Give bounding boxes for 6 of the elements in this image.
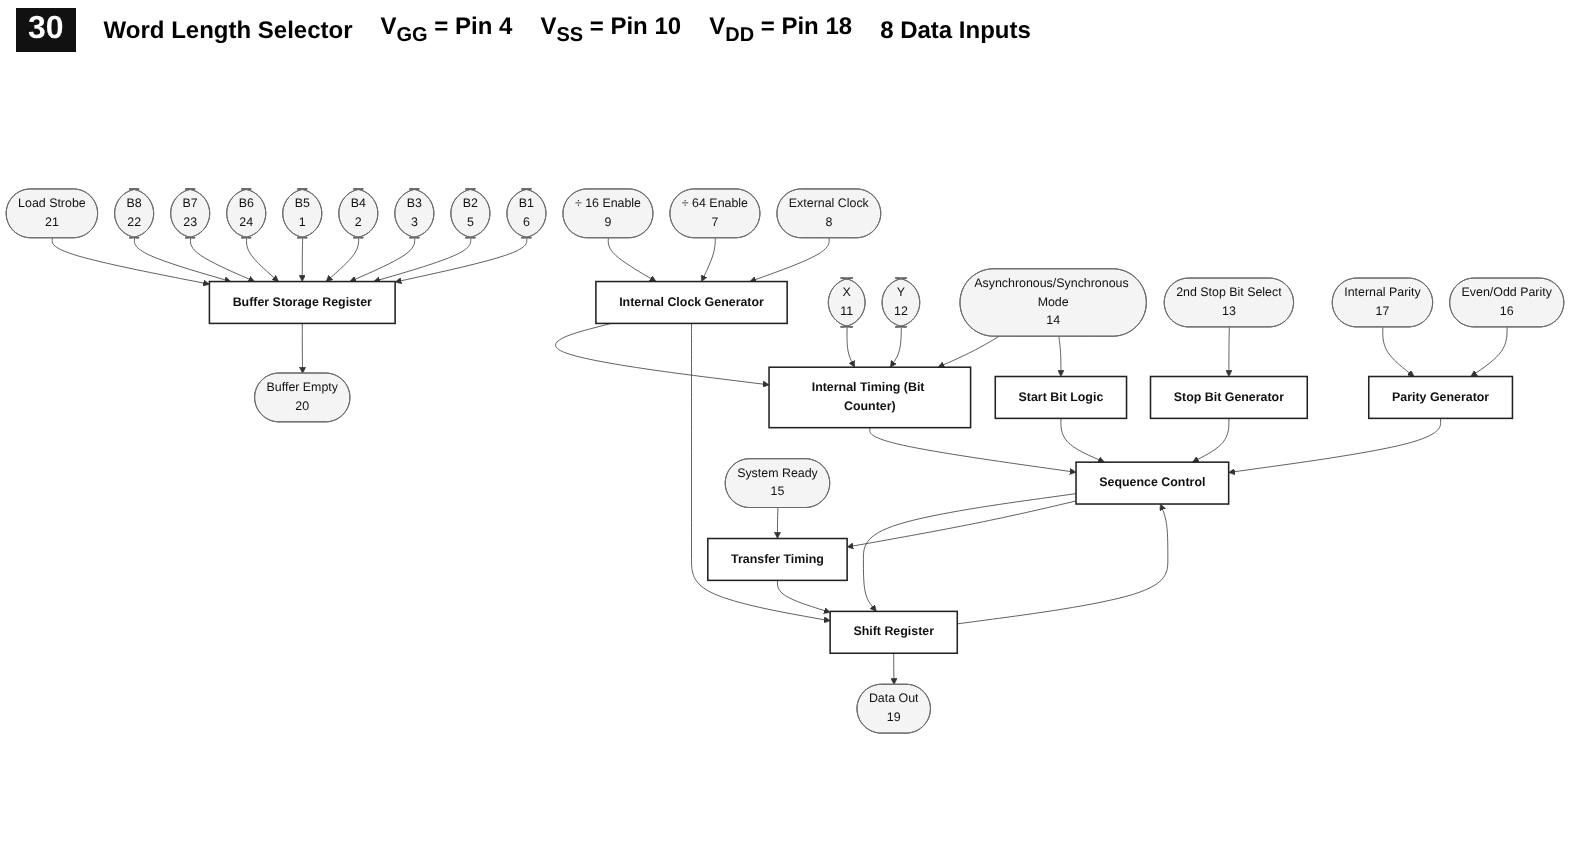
signal-group-label: Word Length Selector <box>103 16 353 44</box>
supply-pin-note: V$_{DD}$ = Pin 18 <box>709 12 853 48</box>
page-number: 30 <box>16 8 76 52</box>
supply-pin-note: V$_{SS}$ = Pin 10 <box>540 12 682 48</box>
supply-pin-note: V$_{GG}$ = Pin 4 <box>380 12 513 48</box>
signal-group-label: 8 Data Inputs <box>880 16 1031 44</box>
